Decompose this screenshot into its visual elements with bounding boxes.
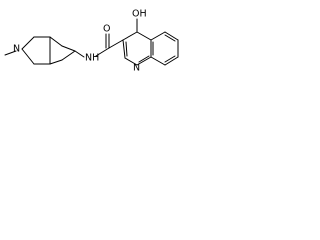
bond [21,36,35,50]
bond [61,45,76,52]
bond [49,36,63,47]
bond [49,59,63,65]
bond [150,31,166,41]
bond-double [164,34,176,42]
bond-lines [4,18,179,66]
amide-nh-label: NH [85,53,99,64]
bond-double [125,41,128,57]
bond-double [164,55,176,63]
bond [21,48,35,65]
bond [122,39,126,59]
bond [108,39,124,49]
hydroxyl-label: OH [132,9,147,20]
bond [164,31,179,41]
amide-oxygen-label: O [103,24,110,35]
bond [74,50,85,58]
ring-nitrogen-label: N [133,63,140,74]
amine-nitrogen-label: N [13,44,20,55]
bond [164,56,179,66]
bond [150,56,166,66]
bond [122,31,138,41]
bond-double [138,55,150,63]
molecule-structure: N OH O NH N [4,9,179,74]
bond [124,57,138,66]
bond [95,47,110,57]
bond [4,50,17,56]
bond [61,50,76,61]
bond [136,31,152,41]
bond [136,56,152,66]
